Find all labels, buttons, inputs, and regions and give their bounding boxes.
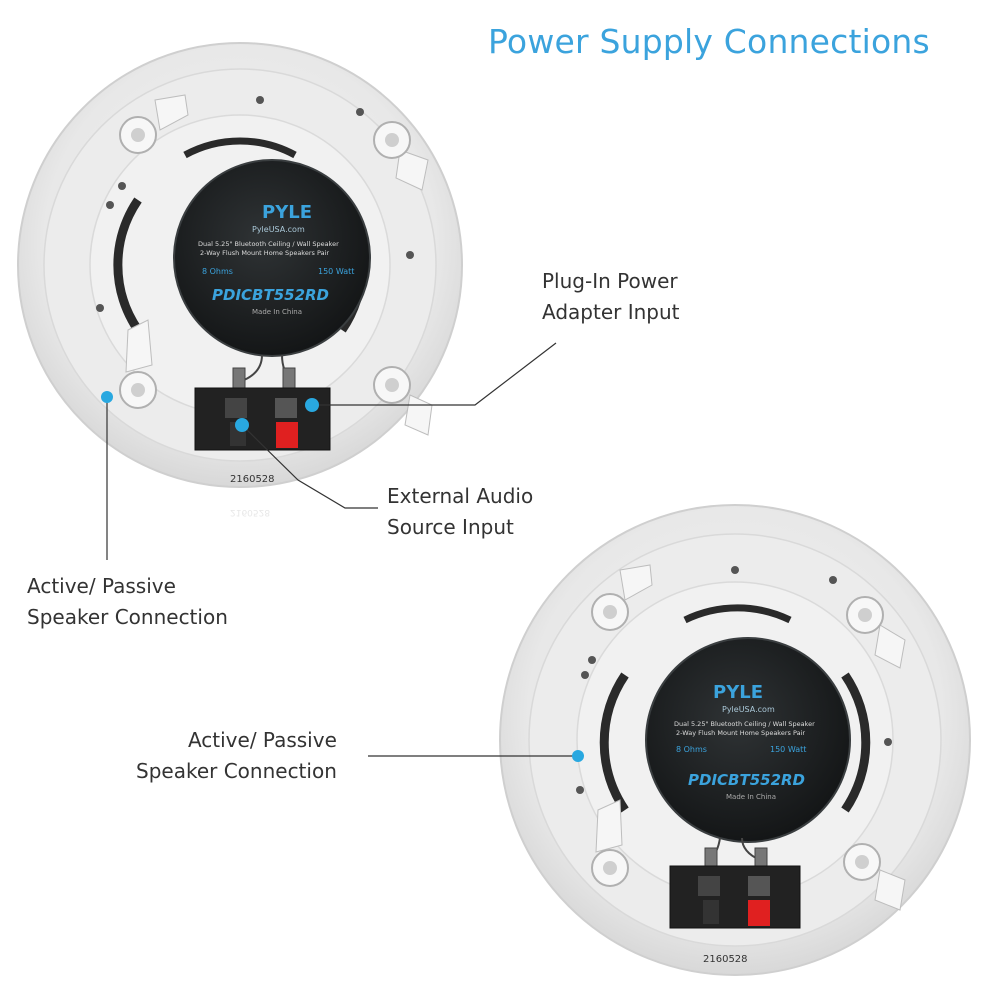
ohms-text: 8 Ohms <box>676 745 707 754</box>
callout-label-external-audio: External Audio Source Input <box>387 481 533 543</box>
terminal-red <box>748 900 770 926</box>
callout-active-passive-top <box>101 391 113 560</box>
model-text: PDICBT552RD <box>688 771 805 789</box>
callout-line-2: Source Input <box>387 515 514 539</box>
clamp-tab <box>119 94 189 154</box>
clamp-tab <box>119 319 157 409</box>
callout-line-2: Speaker Connection <box>27 605 228 629</box>
callout-label-active-passive-bottom: Active/ Passive Speaker Connection <box>136 725 337 787</box>
watts-text: 150 Watt <box>770 745 806 754</box>
callout-dot <box>235 418 249 432</box>
ohms-text: 8 Ohms <box>202 267 233 276</box>
callout-dot <box>572 750 584 762</box>
terminal-red <box>276 422 298 448</box>
clamp-tab <box>591 564 653 631</box>
description-text: 2-Way Flush Mount Home Speakers Pair <box>676 729 805 737</box>
callout-line-1: Active/ Passive <box>187 728 337 752</box>
description-text: Dual 5.25" Bluetooth Ceiling / Wall Spea… <box>674 720 815 728</box>
serial-label: 2160528 <box>703 954 748 965</box>
clamp-tab <box>843 843 906 911</box>
description-text: Dual 5.25" Bluetooth Ceiling / Wall Spea… <box>198 240 339 248</box>
callout-external-audio <box>235 418 378 509</box>
origin-text: Made In China <box>726 793 776 801</box>
origin-text: Made In China <box>252 308 302 316</box>
callout-line-2: Adapter Input <box>542 300 680 324</box>
speaker-top: PYLE PyleUSA.com Dual 5.25" Bluetooth Ce… <box>17 42 463 517</box>
callout-line-1: External Audio <box>387 484 534 508</box>
callout-line-1: Active/ Passive <box>27 574 176 598</box>
description-text: 2-Way Flush Mount Home Speakers Pair <box>200 249 329 257</box>
terminal-block <box>194 367 331 451</box>
serial-label: 2160528 <box>230 507 270 517</box>
callout-dot <box>305 398 319 412</box>
terminal-block <box>669 847 801 929</box>
callout-dot <box>101 391 113 403</box>
callout-plugin-power <box>305 342 557 412</box>
model-text: PDICBT552RD <box>212 286 329 304</box>
speaker-bottom: PYLE PyleUSA.com Dual 5.25" Bluetooth Ce… <box>499 504 971 976</box>
callout-line-2: Speaker Connection <box>136 759 337 783</box>
watts-text: 150 Watt <box>318 267 354 276</box>
clamp-tab <box>591 799 629 887</box>
callout-label-active-passive-top: Active/ Passive Speaker Connection <box>27 571 228 633</box>
callout-label-plugin-power: Plug-In Power Adapter Input <box>542 266 680 328</box>
brand-logo: PYLE <box>262 202 312 223</box>
site-text: PyleUSA.com <box>252 225 305 234</box>
brand-logo: PYLE <box>713 682 763 703</box>
callout-active-passive-bottom <box>368 750 584 762</box>
site-text: PyleUSA.com <box>722 705 775 714</box>
callout-line-1: Plug-In Power <box>542 269 678 293</box>
clamp-tab <box>373 121 429 191</box>
clamp-tab <box>846 596 906 669</box>
serial-label: 2160528 <box>230 474 275 485</box>
page-title: Power Supply Connections <box>488 22 930 61</box>
